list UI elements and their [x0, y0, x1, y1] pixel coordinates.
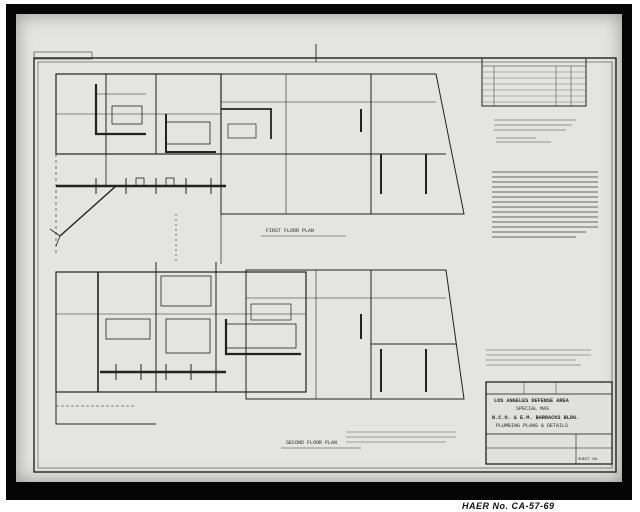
- title-line-3: N.C.O. & E.M. BARRACKS BLDG.: [492, 415, 579, 421]
- haer-caption: HAER No. CA-57-69: [462, 501, 555, 511]
- title-line-2: SPECIAL MAS: [516, 406, 549, 412]
- fixture-schedule: [481, 57, 587, 107]
- title-block: [485, 381, 613, 465]
- revision-notes: [486, 349, 591, 366]
- plumbing-drawing: FIRST FLOOR PLAN SECOND FLOOR PLAN: [33, 44, 617, 473]
- upper-plan-title: FIRST FLOOR PLAN: [266, 228, 314, 234]
- drawing-sheet: FIRST FLOOR PLAN SECOND FLOOR PLAN: [16, 14, 622, 482]
- lower-plan-title: SECOND FLOOR PLAN: [286, 440, 337, 446]
- title-line-1: LOS ANGELES DEFENSE AREA: [494, 398, 570, 404]
- title-line-4: PLUMBING PLANS & DETAILS: [496, 423, 568, 429]
- lower-floor-plan: [55, 262, 465, 425]
- specification-notes: [492, 171, 598, 238]
- sheet-number-label: SHEET NO.: [578, 458, 600, 462]
- upper-floor-plan: [49, 73, 465, 264]
- general-notes: [494, 119, 576, 143]
